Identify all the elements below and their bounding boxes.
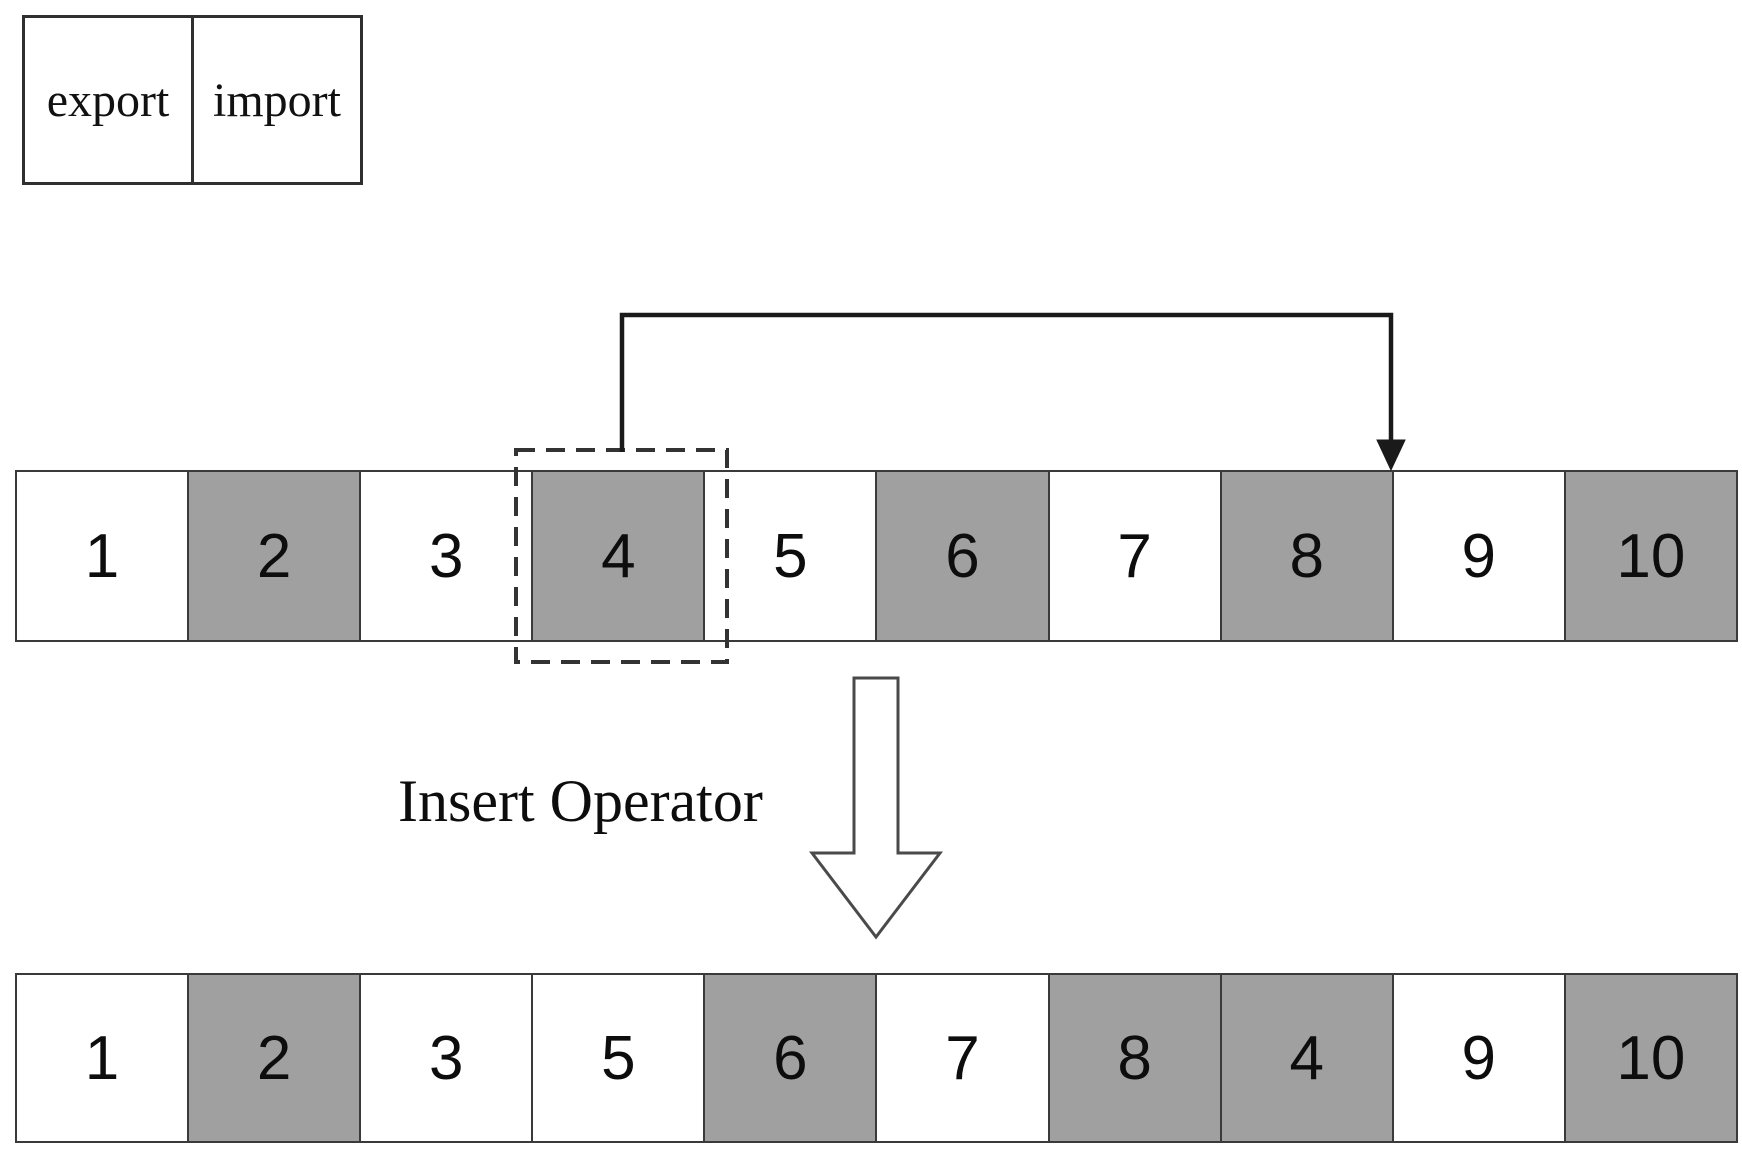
cell-value: 2 xyxy=(256,1023,292,1093)
cell-value: 10 xyxy=(1616,1023,1686,1093)
sequence-cell-9: 9 xyxy=(1393,472,1566,640)
sequence-cell-7: 7 xyxy=(877,975,1050,1141)
cell-value: 8 xyxy=(1289,521,1324,591)
sequence-cell-3: 3 xyxy=(361,472,534,640)
sequence-cell-4: 4 xyxy=(533,472,706,640)
cell-value: 8 xyxy=(1117,1023,1152,1093)
relocation-arrow-line xyxy=(619,312,1394,452)
cell-value: 5 xyxy=(601,1023,636,1093)
insert-down-arrow-icon xyxy=(808,676,944,940)
legend: export import xyxy=(22,15,363,185)
sequence-cell-2: 2 xyxy=(189,472,362,640)
sequence-row-after: 1 2 3 5 6 7 8 4 9 10 xyxy=(15,973,1738,1143)
sequence-cell-10: 10 xyxy=(1565,975,1736,1141)
cell-value: 7 xyxy=(1117,521,1152,591)
sequence-cell-1: 1 xyxy=(17,472,190,640)
sequence-cell-10: 10 xyxy=(1565,472,1736,640)
cell-value: 5 xyxy=(773,521,808,591)
legend-export-label: export xyxy=(46,73,170,127)
sequence-cell-9: 9 xyxy=(1393,975,1566,1141)
cell-value: 4 xyxy=(1289,1023,1324,1093)
sequence-cell-4: 4 xyxy=(1221,975,1394,1141)
sequence-cell-6: 6 xyxy=(877,472,1050,640)
relocation-arrowhead-icon xyxy=(1376,439,1406,472)
sequence-cell-8: 8 xyxy=(1221,472,1394,640)
sequence-cell-3: 3 xyxy=(361,975,534,1141)
legend-import-swatch: import xyxy=(191,18,360,182)
legend-import-label: import xyxy=(213,73,341,127)
cell-value: 9 xyxy=(1461,521,1497,591)
cell-value: 2 xyxy=(256,521,292,591)
operator-label: Insert Operator xyxy=(398,768,763,834)
cell-value: 4 xyxy=(601,521,636,591)
cell-value: 7 xyxy=(945,1023,980,1093)
sequence-cell-7: 7 xyxy=(1049,472,1222,640)
cell-value: 1 xyxy=(84,1023,120,1093)
cell-value: 6 xyxy=(945,521,980,591)
cell-value: 10 xyxy=(1616,521,1686,591)
cell-value: 9 xyxy=(1461,1023,1497,1093)
cell-value: 1 xyxy=(84,521,120,591)
sequence-cell-5: 5 xyxy=(705,472,878,640)
sequence-cell-1: 1 xyxy=(17,975,190,1141)
sequence-cell-5: 5 xyxy=(533,975,706,1141)
cell-value: 3 xyxy=(428,521,464,591)
cell-value: 6 xyxy=(773,1023,808,1093)
sequence-row-before: 1 2 3 4 5 6 7 8 9 10 xyxy=(15,470,1738,642)
sequence-cell-8: 8 xyxy=(1049,975,1222,1141)
sequence-cell-2: 2 xyxy=(189,975,362,1141)
cell-value: 3 xyxy=(428,1023,464,1093)
legend-export-swatch: export xyxy=(25,18,191,182)
sequence-cell-6: 6 xyxy=(705,975,878,1141)
